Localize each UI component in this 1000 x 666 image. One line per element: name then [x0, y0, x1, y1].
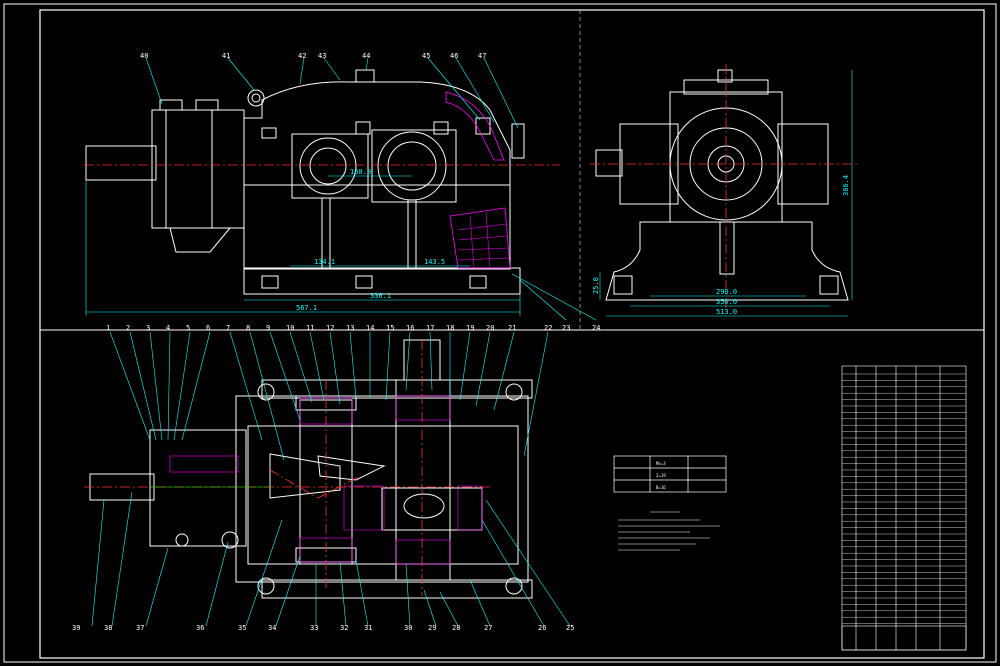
- dim-foot-span: 350.0: [716, 298, 737, 306]
- parts-list-rows: [842, 373, 966, 624]
- balloon-15: 15: [386, 324, 394, 332]
- balloon-29: 29: [428, 624, 436, 632]
- casing-cut-hatch: [445, 91, 505, 161]
- balloon-22: 22: [544, 324, 552, 332]
- balloon-1: 1: [106, 324, 110, 332]
- bottom-leaders: [91, 491, 571, 627]
- balloon-17: 17: [426, 324, 434, 332]
- side-view: [595, 69, 849, 301]
- balloon-35: 35: [238, 624, 246, 632]
- balloon-27: 27: [484, 624, 492, 632]
- front-view: [85, 69, 525, 295]
- side-dimensions: [599, 70, 853, 317]
- balloon-32: 32: [340, 624, 348, 632]
- balloon-24: 24: [592, 324, 600, 332]
- balloon-39: 39: [72, 624, 80, 632]
- balloon-41: 41: [222, 52, 230, 60]
- balloon-7: 7: [226, 324, 230, 332]
- front-hatch-lines: [457, 211, 509, 269]
- gear-table-row2: Z=19: [656, 473, 666, 478]
- mid-leaders: [109, 273, 597, 461]
- inner-border: [39, 9, 985, 659]
- bottom-balloon-group: 39 38 37 36 35 34 33 32 31 30 29 28 27 26 25: [72, 624, 574, 632]
- dim-base-length: 336.1: [370, 292, 391, 300]
- top-balloon-group: 40 41 42 43 44 45 46 47: [140, 52, 486, 60]
- balloon-44: 44: [362, 52, 370, 60]
- balloon-11: 11: [306, 324, 314, 332]
- dim-base-height: 25.0: [592, 277, 600, 294]
- dim-shaft-center: 160.0: [350, 168, 371, 176]
- balloon-38: 38: [104, 624, 112, 632]
- balloon-21: 21: [508, 324, 516, 332]
- parts-list: [841, 365, 967, 651]
- balloon-5: 5: [186, 324, 190, 332]
- balloon-37: 37: [136, 624, 144, 632]
- balloon-4: 4: [166, 324, 170, 332]
- balloon-18: 18: [446, 324, 454, 332]
- balloon-31: 31: [364, 624, 372, 632]
- balloon-6: 6: [206, 324, 210, 332]
- technical-notes: [618, 511, 720, 551]
- front-view-hatch: [449, 207, 511, 269]
- dim-overall-length: 567.1: [296, 304, 317, 312]
- balloon-19: 19: [466, 324, 474, 332]
- gear-data-table: [613, 455, 727, 493]
- top-leaders: [145, 57, 519, 129]
- balloon-45: 45: [422, 52, 430, 60]
- dim-height: 386.4: [842, 175, 850, 196]
- front-dimensions: [85, 175, 521, 316]
- section-centerlines: [84, 340, 490, 596]
- gear-table-row3: B=16: [656, 485, 666, 490]
- balloon-47: 47: [478, 52, 486, 60]
- section-view: [89, 339, 533, 599]
- balloon-20: 20: [486, 324, 494, 332]
- balloon-46: 46: [450, 52, 458, 60]
- balloon-25: 25: [566, 624, 574, 632]
- balloon-40: 40: [140, 52, 148, 60]
- balloon-12: 12: [326, 324, 334, 332]
- outer-border: [3, 3, 997, 663]
- balloon-13: 13: [346, 324, 354, 332]
- balloon-26: 26: [538, 624, 546, 632]
- balloon-3: 3: [146, 324, 150, 332]
- dim-center-b: 143.5: [424, 258, 445, 266]
- balloon-23: 23: [562, 324, 570, 332]
- balloon-43: 43: [318, 52, 326, 60]
- balloon-33: 33: [310, 624, 318, 632]
- dim-overall-width: 513.0: [716, 308, 737, 316]
- balloon-36: 36: [196, 624, 204, 632]
- balloon-10: 10: [286, 324, 294, 332]
- balloon-16: 16: [406, 324, 414, 332]
- balloon-8: 8: [246, 324, 250, 332]
- gear-table-row1: Mn=3: [656, 461, 666, 466]
- balloon-9: 9: [266, 324, 270, 332]
- balloon-42: 42: [298, 52, 306, 60]
- balloon-14: 14: [366, 324, 374, 332]
- balloon-34: 34: [268, 624, 276, 632]
- balloon-28: 28: [452, 624, 460, 632]
- dim-foot-width: 290.0: [716, 288, 737, 296]
- balloon-2: 2: [126, 324, 130, 332]
- balloon-30: 30: [404, 624, 412, 632]
- dim-center-a: 134.1: [314, 258, 335, 266]
